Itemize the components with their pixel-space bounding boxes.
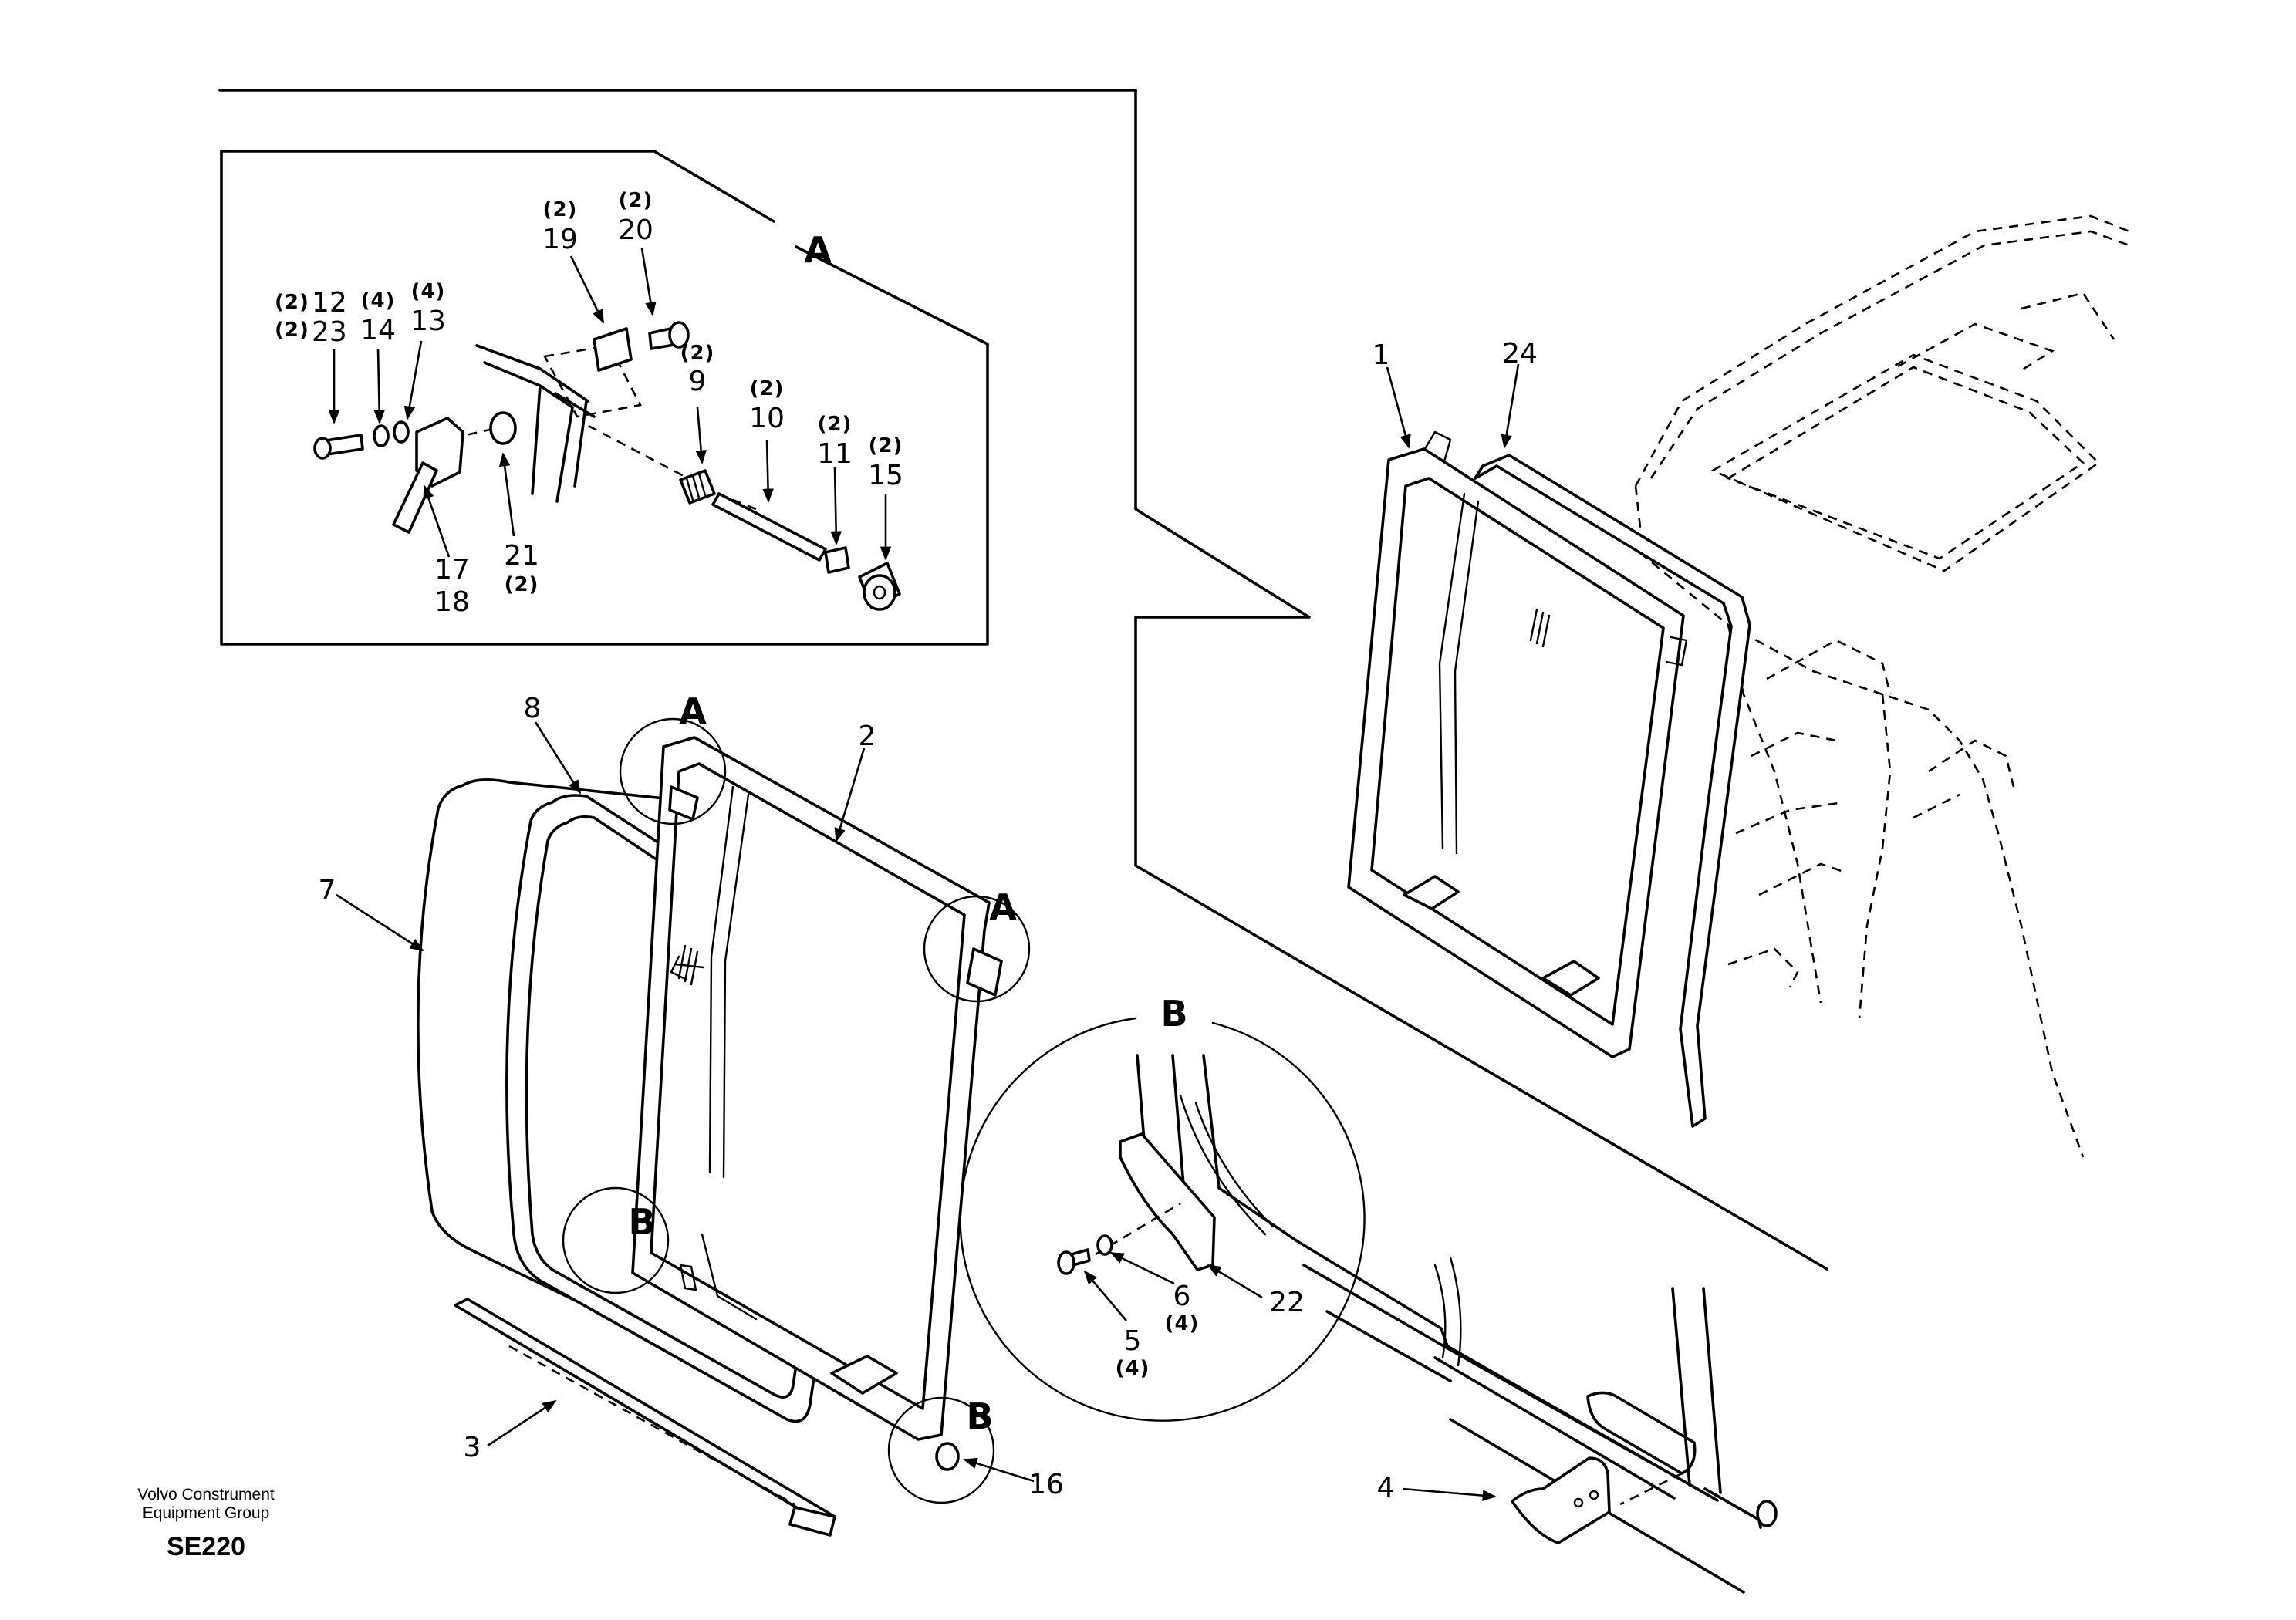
cab-outline — [1634, 214, 2130, 1158]
detail-circles — [562, 717, 1031, 1504]
label-11: 11 — [817, 438, 853, 470]
label-15: 15 — [868, 460, 903, 491]
label-21: 21 — [504, 540, 539, 572]
detail-a-parts — [313, 321, 901, 611]
manufacturer-line-2: Equipment Group — [143, 1504, 270, 1522]
qty-6: (4) — [1165, 1312, 1200, 1335]
label-5: 5 — [1124, 1325, 1142, 1357]
label-2: 2 — [859, 721, 876, 752]
label-12: 12 — [312, 287, 347, 319]
qty-14: (4) — [361, 289, 396, 312]
detail-b-inset-label: B — [1160, 993, 1187, 1034]
label-8: 8 — [524, 693, 542, 724]
label-7: 7 — [319, 875, 336, 906]
footer: Volvo Construment Equipment Group SE220 — [137, 1486, 275, 1561]
qty-12: (2) — [275, 291, 309, 314]
glass-etch-marks — [674, 944, 705, 986]
label-16: 16 — [1028, 1469, 1064, 1500]
label-1: 1 — [1373, 339, 1390, 371]
part-labels: (2) 12 (2) 23 (4) 14 (4) 13 (2) 19 (2) 2… — [275, 189, 1538, 1504]
detail-a-inset-frame — [220, 150, 989, 646]
bracket-4 — [1511, 1456, 1611, 1544]
detail-a-right-label: A — [989, 886, 1017, 928]
label-13: 13 — [410, 305, 446, 337]
detail-a-leaders — [328, 248, 892, 561]
drawing-code: SE220 — [167, 1532, 245, 1561]
label-20: 20 — [618, 214, 653, 246]
qty-23: (2) — [275, 319, 309, 342]
label-9: 9 — [689, 366, 707, 397]
manufacturer-line-1: Volvo Construment — [137, 1486, 275, 1504]
main-leaders — [336, 363, 1520, 1501]
label-22: 22 — [1269, 1287, 1305, 1318]
label-23: 23 — [312, 316, 347, 348]
label-6: 6 — [1173, 1281, 1191, 1312]
detail-b-right-label: B — [966, 1396, 993, 1437]
detail-a-inset-label: A — [804, 229, 832, 271]
label-18: 18 — [434, 586, 470, 618]
label-17: 17 — [434, 554, 470, 586]
qty-13: (4) — [411, 280, 446, 303]
detail-a-top-label: A — [679, 690, 707, 732]
window-frame-1 — [1347, 430, 1688, 1058]
detail-b-inset — [959, 1017, 1366, 1422]
detail-b-left-label: B — [628, 1201, 655, 1243]
qty-9: (2) — [680, 342, 715, 365]
label-24: 24 — [1502, 338, 1538, 370]
qty-20: (2) — [619, 189, 653, 212]
label-14: 14 — [360, 315, 396, 346]
label-19: 19 — [542, 224, 578, 255]
label-10: 10 — [749, 403, 785, 434]
label-3: 3 — [464, 1432, 481, 1463]
qty-21: (2) — [505, 573, 539, 596]
roller-16 — [935, 1442, 960, 1471]
qty-15: (2) — [869, 434, 903, 457]
qty-5: (4) — [1116, 1357, 1150, 1380]
window-seal-24 — [1474, 454, 1751, 1128]
lower-frame-continuation — [1295, 1239, 1778, 1594]
rail-3 — [454, 1298, 836, 1537]
qty-10: (2) — [750, 377, 785, 400]
qty-19: (2) — [543, 198, 578, 221]
window-frame-2 — [631, 736, 1003, 1441]
qty-11: (2) — [818, 413, 853, 436]
callout-frame — [218, 89, 1828, 1271]
label-4: 4 — [1377, 1472, 1395, 1504]
